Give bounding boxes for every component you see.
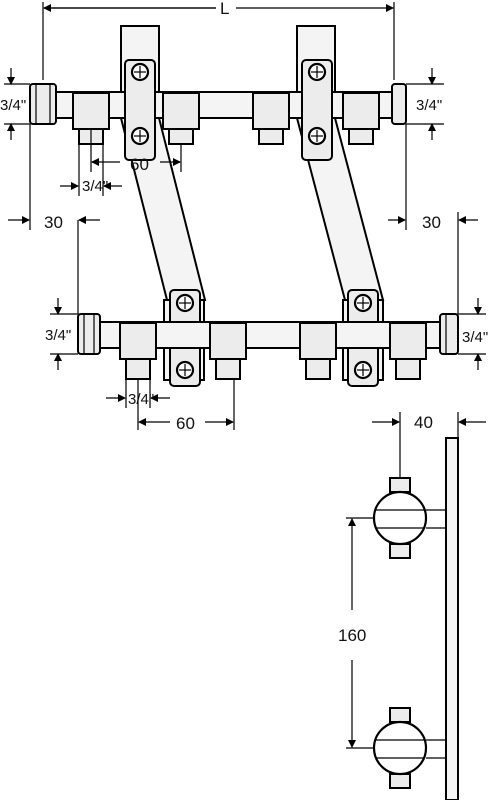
bottom-outlet-2 <box>209 322 247 380</box>
thread-label-top-right: 3/4" <box>416 97 442 114</box>
top-manifold <box>29 83 407 145</box>
bracket-spacing-label: 160 <box>338 626 366 645</box>
left-mounting-strap <box>119 25 207 387</box>
bottom-outlet-3 <box>299 322 337 380</box>
top-outlet-4 <box>342 92 380 145</box>
side-view-bracket <box>372 437 459 800</box>
spacing-label-top: 60 <box>130 155 149 174</box>
outlet-thread-label-top: 3/4" <box>82 178 108 195</box>
bottom-left-thread-dim: 3/4" <box>45 298 78 370</box>
spacing-label-bottom: 60 <box>176 414 195 433</box>
top-right-thread-dim: 3/4" <box>406 68 444 140</box>
outlet-thread-label-bottom: 3/4" <box>128 391 154 408</box>
bottom-manifold <box>77 313 459 380</box>
right-offset-dim: 30 <box>388 124 478 314</box>
bottom-outlet-4 <box>389 322 427 380</box>
top-left-thread-dim: 3/4" <box>0 68 30 140</box>
bottom-outlet-thread-dim: 3/4" <box>106 379 170 408</box>
thread-label-top-left: 3/4" <box>0 97 26 114</box>
thread-label-bottom-right: 3/4" <box>462 329 488 346</box>
bottom-spacing-dim: 60 <box>137 379 235 433</box>
top-outlet-2 <box>162 92 200 145</box>
top-spacing-dim: 60 <box>90 144 182 174</box>
bracket-depth-label: 40 <box>414 413 433 432</box>
top-outlet-3 <box>252 92 290 145</box>
top-outlet-1 <box>72 92 110 145</box>
offset-label-right: 30 <box>422 213 441 232</box>
bottom-outlet-1 <box>119 322 157 380</box>
thread-label-bottom-left: 3/4" <box>45 327 71 344</box>
left-offset-dim: 30 <box>8 124 100 314</box>
bracket-spacing-dim: 160 <box>338 517 374 749</box>
length-label: L <box>220 0 229 18</box>
offset-label-left: 30 <box>44 213 63 232</box>
right-mounting-strap <box>295 25 385 387</box>
bottom-right-thread-dim: 3/4" <box>458 298 488 370</box>
top-outlet-thread-dim: 3/4" <box>60 144 122 196</box>
dimension-length: L <box>42 0 395 80</box>
bracket-depth-dim: 40 <box>372 412 486 478</box>
